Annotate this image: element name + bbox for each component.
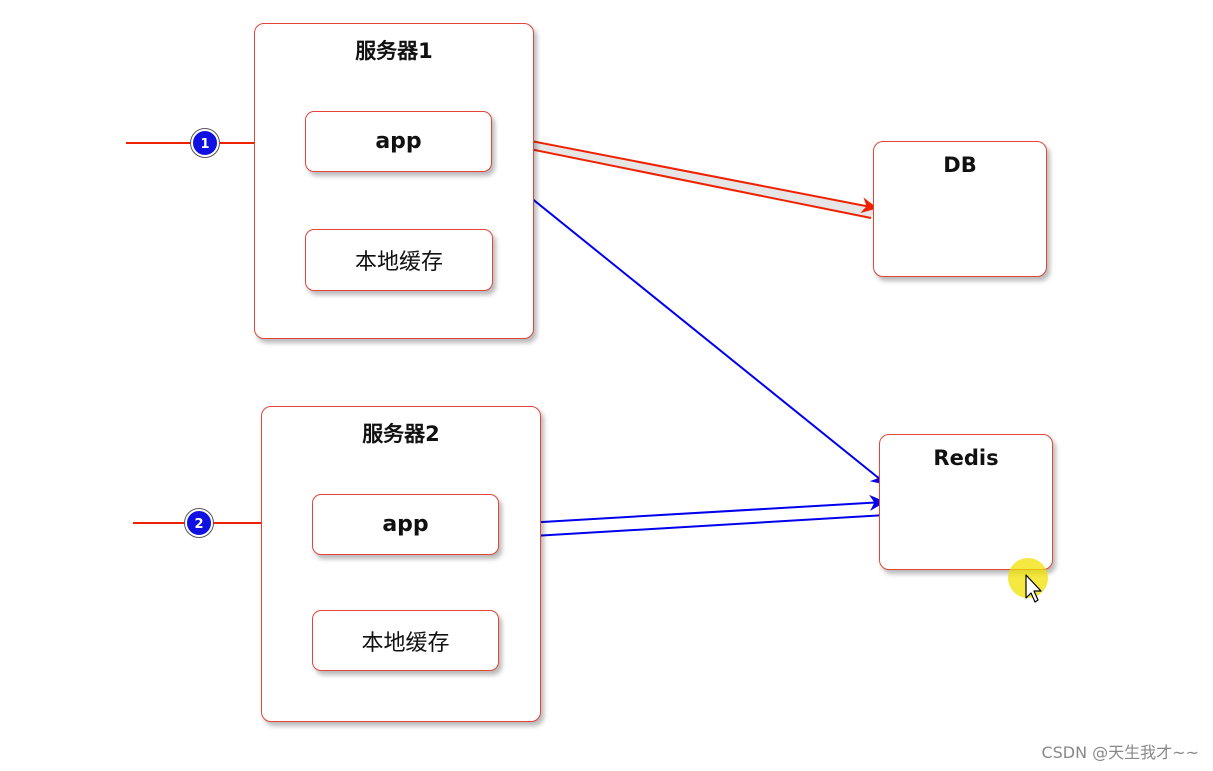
db-title: DB: [943, 153, 977, 177]
server-2-title: 服务器2: [362, 422, 440, 446]
db-to-app-arrow: [488, 136, 872, 219]
server-1-app-node: app: [305, 111, 492, 172]
redis-to-app2-arrow: [498, 514, 887, 546]
server-1-box: 服务器1: [254, 23, 534, 339]
watermark: CSDN @天生我才~~: [1041, 743, 1199, 762]
step-2-label: 2: [194, 517, 203, 532]
server-2-cache-node: 本地缓存: [312, 610, 499, 671]
server-2-box: 服务器2: [261, 406, 541, 722]
server-2-app-node: app: [312, 494, 499, 555]
step-1-label: 1: [200, 137, 209, 152]
step-1-badge: 1: [190, 128, 220, 158]
app2-to-redis-arrow: [489, 494, 886, 526]
server-1-cache-node: 本地缓存: [305, 229, 493, 291]
app-to-db-arrow: [489, 132, 878, 214]
app1-to-redis-arrow: [483, 159, 888, 486]
app-db-link-fill: [490, 133, 876, 218]
redis-title: Redis: [933, 446, 999, 470]
db-box: DB: [873, 141, 1047, 277]
step-2-badge: 2: [184, 508, 214, 538]
redis-box: Redis: [879, 434, 1053, 570]
server-1-title: 服务器1: [355, 39, 433, 63]
